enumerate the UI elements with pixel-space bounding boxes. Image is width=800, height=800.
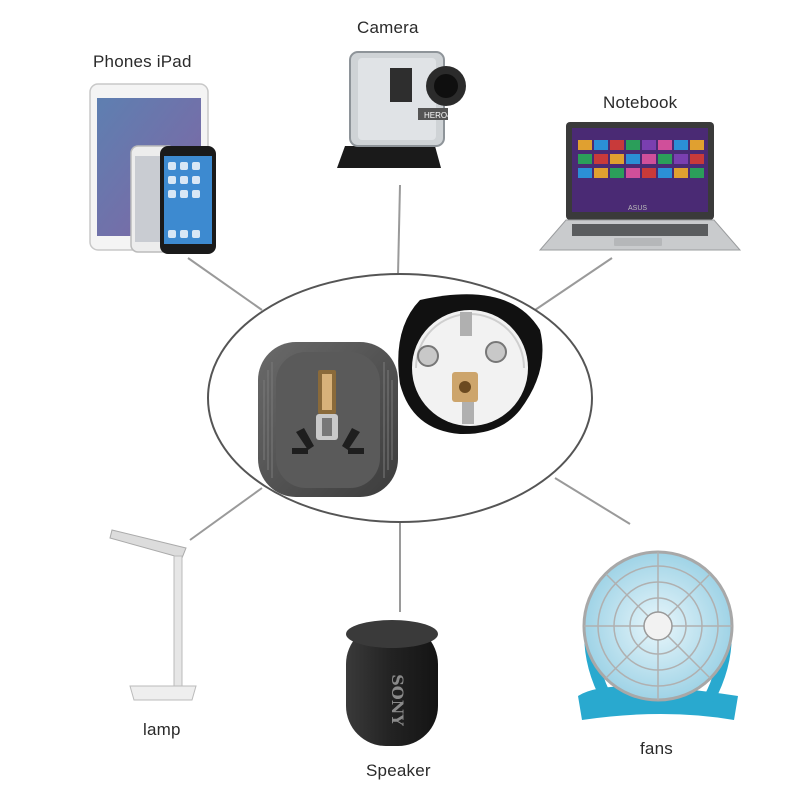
connector-fans: [554, 477, 631, 525]
connector-lamp: [189, 487, 263, 541]
connector-camera: [397, 184, 401, 276]
phone-icon: [160, 146, 216, 254]
desk-lamp-icon: [109, 529, 197, 701]
bluetooth-speaker-icon: SONY: [346, 620, 438, 746]
speaker-brand-text: SONY: [388, 674, 407, 726]
camera-model-text: HERO4: [424, 111, 452, 120]
laptop-icon: ASUS: [538, 122, 742, 251]
universal-socket-icon: [258, 342, 398, 497]
label-speaker: Speaker: [366, 761, 431, 780]
notebook-brand-text: ASUS: [628, 205, 647, 212]
label-notebook: Notebook: [603, 93, 678, 112]
phones-ipad-device: [89, 83, 216, 254]
desk-fan-icon: [578, 550, 738, 720]
label-camera: Camera: [357, 18, 419, 37]
label-phones-ipad: Phones iPad: [93, 52, 192, 71]
connector-notebook: [534, 257, 613, 311]
schuko-plug-icon: [398, 294, 543, 435]
action-camera-icon: HERO4: [337, 51, 466, 168]
connector-phones: [187, 257, 263, 311]
label-fans: fans: [640, 739, 673, 758]
label-lamp: lamp: [143, 720, 181, 739]
connector-lines: [187, 184, 631, 612]
